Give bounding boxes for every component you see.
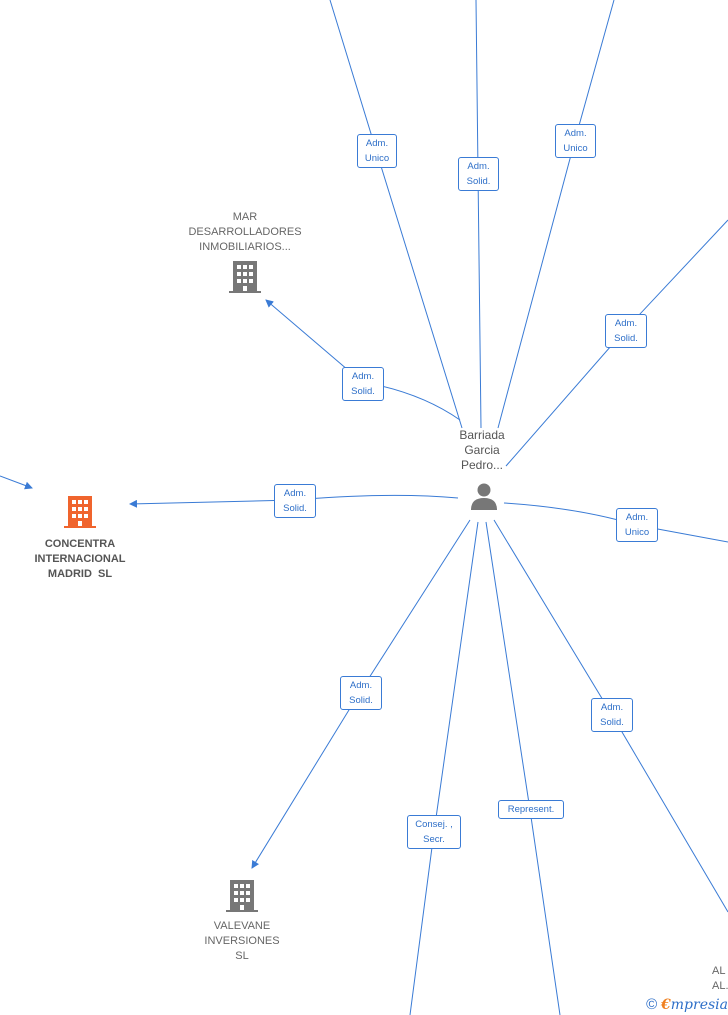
edge-line-in: [0, 475, 33, 490]
edge-line-2: [475, 0, 482, 429]
company-name: CONCENTRA INTERNACIONAL MADRID SL: [34, 538, 126, 580]
building-icon: [226, 880, 258, 912]
building-icon-highlight: [64, 496, 96, 528]
person-name[interactable]: Barriada Garcia Pedro...: [459, 428, 505, 472]
person-icon: [471, 483, 497, 510]
edge-line-5: [265, 299, 461, 421]
company-name: VALEVANE INVERSIONES SL: [204, 920, 280, 962]
company-node-concentra[interactable]: CONCENTRA INTERNACIONAL MADRID SL: [20, 494, 140, 582]
edge-label-adm-unico[interactable]: Adm. Unico: [357, 134, 397, 168]
building-icon: [229, 261, 261, 293]
edge-label-adm-unico[interactable]: Adm. Unico: [555, 124, 596, 158]
watermark: © €mpresia: [646, 996, 728, 1013]
edge-label-adm-solid[interactable]: Adm. Solid.: [274, 484, 316, 518]
edge-label-represent[interactable]: Represent.: [498, 800, 564, 819]
edge-line-3: [497, 0, 615, 429]
copyright-icon: ©: [646, 996, 658, 1013]
brand-logo-text: mpresia: [670, 997, 728, 1013]
company-node-valevane[interactable]: VALEVANE INVERSIONES SL: [190, 878, 294, 964]
person-node[interactable]: [468, 480, 500, 512]
company-name: AL AL...: [712, 965, 728, 992]
edge-line-1: [329, 0, 463, 429]
edge-label-adm-solid[interactable]: Adm. Solid.: [605, 314, 647, 348]
edge-label-adm-solid[interactable]: Adm. Solid.: [458, 157, 499, 191]
company-name: MAR DESARROLLADORES INMOBILIARIOS...: [188, 211, 302, 253]
company-node-mar[interactable]: MAR DESARROLLADORES INMOBILIARIOS...: [180, 210, 310, 300]
edge-label-adm-unico[interactable]: Adm. Unico: [616, 508, 658, 542]
edge-label-adm-solid[interactable]: Adm. Solid.: [591, 698, 633, 732]
edge-line-10: [485, 521, 561, 1015]
brand-logo-initial: €: [661, 997, 671, 1013]
company-node-partial[interactable]: AL AL...: [712, 964, 728, 994]
edge-line-9: [409, 521, 479, 1015]
edge-label-adm-solid[interactable]: Adm. Solid.: [342, 367, 384, 401]
edge-label-adm-solid[interactable]: Adm. Solid.: [340, 676, 382, 710]
edge-label-consej-secr[interactable]: Consej. , Secr.: [407, 815, 461, 849]
